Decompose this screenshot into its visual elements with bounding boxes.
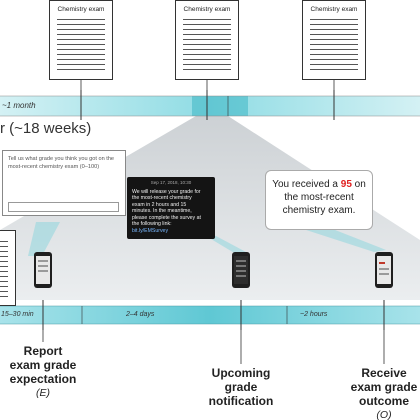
event-line: exam grade xyxy=(350,380,418,394)
bottom-timeline-bar xyxy=(0,306,420,324)
event-report-expectation: Report exam grade expectation (E) xyxy=(0,344,93,400)
event-line: exam grade xyxy=(9,358,77,372)
exam-document-lines xyxy=(57,19,105,71)
sms-line: minutes. In the meantime, xyxy=(132,208,192,214)
sms-line: please complete the survey at xyxy=(132,214,201,221)
grade-input-field[interactable] xyxy=(8,202,119,212)
exam-document-title: Chemistry exam xyxy=(310,6,358,13)
survey-question-box: Tell us what grade you think you got on … xyxy=(2,150,126,216)
sms-timestamp: Sep 17, 2018, 10:30 xyxy=(150,180,192,185)
bottom-interval-label-2: 2–4 days xyxy=(126,311,155,318)
event-line: grade xyxy=(224,380,258,394)
survey-question-text: Tell us what grade you think you got on … xyxy=(8,156,115,170)
phone-screen xyxy=(234,256,248,284)
event-line: Upcoming xyxy=(211,366,271,380)
event-line: outcome xyxy=(358,394,409,408)
phone-screen xyxy=(36,256,50,284)
survey-link[interactable]: bit.ly/EMSurvey xyxy=(132,227,169,234)
event-abbr: (E) xyxy=(36,387,50,399)
phone-icon-survey xyxy=(34,252,52,288)
exam-document-2: Chemistry exam xyxy=(175,0,239,80)
sms-line: the most-recent chemistry xyxy=(132,195,192,201)
exam-document-lines xyxy=(183,19,231,71)
exam-document-title: Chemistry exam xyxy=(183,6,231,13)
grade-message-prefix: You received a xyxy=(272,179,341,190)
exam-document-lines xyxy=(310,19,358,71)
sms-callout xyxy=(206,236,246,254)
exam-document-title: Chemistry exam xyxy=(57,6,105,13)
event-abbr: (O) xyxy=(376,409,392,420)
event-line: Report xyxy=(23,344,63,358)
bottom-interval-label-1: 15–30 min xyxy=(1,311,34,318)
exam-document-3: Chemistry exam xyxy=(302,0,366,80)
sms-line: the following link: xyxy=(132,221,172,227)
event-line: expectation xyxy=(9,372,77,386)
study-span-label: r (~18 weeks) xyxy=(0,120,92,137)
grade-score: 95 xyxy=(340,179,352,190)
grade-message-box: You received a 95 on the most-recent che… xyxy=(265,170,373,230)
phone-icon-grade xyxy=(375,252,393,288)
bottom-interval-label-3: ~2 hours xyxy=(300,311,328,318)
sms-notification: Sep 17, 2018, 10:30 We will release your… xyxy=(127,177,215,239)
phone-screen xyxy=(377,256,391,284)
phone-icon-notification xyxy=(232,252,250,288)
exam-document-1: Chemistry exam xyxy=(49,0,113,80)
exam-document-partial xyxy=(0,230,16,306)
grade-callout xyxy=(300,228,386,252)
top-timeline-highlight xyxy=(192,96,248,116)
event-line: notification xyxy=(208,394,274,408)
top-interval-label: ~1 month xyxy=(2,101,36,110)
grade-message-suffix: on the most-recent chemistry exam. xyxy=(282,179,366,216)
event-receive-outcome: Receive exam grade outcome (O) xyxy=(344,366,420,420)
sms-line: exam in 2 hours and 15 xyxy=(132,201,187,208)
event-line: Receive xyxy=(361,366,407,380)
event-upcoming-notification: Upcoming grade notification xyxy=(196,366,286,408)
survey-callout xyxy=(28,222,60,256)
sms-line: We will release your grade for xyxy=(132,188,201,195)
exam-document-lines xyxy=(0,241,8,299)
